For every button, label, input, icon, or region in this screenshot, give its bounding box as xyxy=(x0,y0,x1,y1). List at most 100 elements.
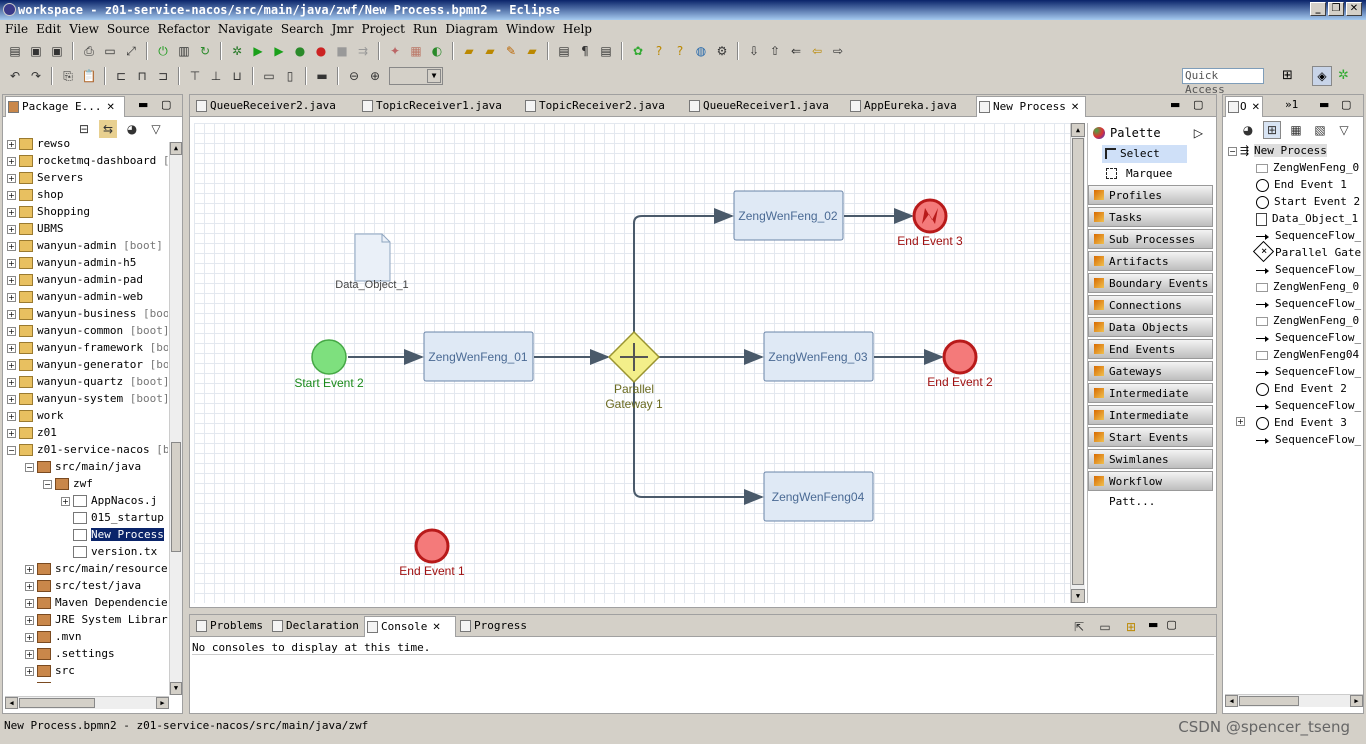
tree-item[interactable]: −src/main/java xyxy=(25,458,141,475)
tree-item[interactable]: +wanyun-quartz [boot] xyxy=(7,373,168,390)
menu-project[interactable]: Project xyxy=(361,22,405,36)
match-width-icon[interactable]: ▭ xyxy=(263,69,275,83)
last-edit-icon[interactable]: ⇐ xyxy=(790,44,802,58)
layout-icon[interactable]: ▬ xyxy=(316,69,328,83)
outline-maximize-icon[interactable]: ▢ xyxy=(1341,98,1352,111)
menu-jmr[interactable]: Jmr xyxy=(331,22,354,36)
palette-tool-marquee[interactable]: Marquee xyxy=(1088,165,1213,183)
tree-item[interactable]: +z01 xyxy=(7,424,57,441)
console-maximize-icon[interactable]: ▢ xyxy=(1166,618,1177,631)
outline-diagram-icon[interactable]: ▦ xyxy=(1290,123,1302,137)
palette-drawer-tasks[interactable]: Tasks xyxy=(1088,207,1213,227)
tab-package-explorer[interactable]: Package E...✕ xyxy=(5,96,125,117)
menu-edit[interactable]: Edit xyxy=(36,22,62,36)
align-center-icon[interactable]: ⊓ xyxy=(137,69,147,83)
tree-item[interactable]: +src/main/resource xyxy=(25,560,168,577)
canvas-scrollbar[interactable]: ▲ ▼ xyxy=(1070,123,1085,603)
expand-icon[interactable]: + xyxy=(7,207,16,217)
tree-item[interactable]: −zwf xyxy=(43,475,93,492)
menu-view[interactable]: View xyxy=(69,22,99,36)
minimize-button[interactable]: _ xyxy=(1310,2,1326,16)
tree-item[interactable]: +Shopping xyxy=(7,203,90,220)
maximize-icon[interactable]: ▢ xyxy=(161,98,172,111)
tree-item[interactable]: +wanyun-business [boo xyxy=(7,305,168,322)
print-icon[interactable]: ⎙ xyxy=(84,43,94,58)
undo-icon[interactable]: ↶ xyxy=(9,69,21,83)
outline-hscroll[interactable]: ◀ ▶ xyxy=(1225,694,1363,707)
redo-icon[interactable]: ↷ xyxy=(30,69,42,83)
quick-access-input[interactable]: Quick Access xyxy=(1182,68,1264,96)
editor-minimize-icon[interactable]: ▬ xyxy=(1170,98,1181,111)
task-zengwenfeng-03[interactable] xyxy=(763,331,874,382)
expand-icon[interactable]: + xyxy=(7,275,16,285)
disconnect-icon[interactable]: ⇉ xyxy=(357,44,369,58)
align-middle-icon[interactable]: ⊥ xyxy=(210,69,222,83)
close-icon[interactable]: ✕ xyxy=(1251,102,1261,113)
console-minimize-icon[interactable]: ▬ xyxy=(1148,618,1159,631)
vertical-scrollbar[interactable]: ▲ ▼ xyxy=(169,142,182,695)
globe-icon[interactable]: ◍ xyxy=(695,44,707,58)
terminal-icon[interactable]: ▭ xyxy=(104,44,116,58)
link-editor-icon[interactable]: ⇆ xyxy=(99,120,117,138)
toggle-icon[interactable]: ▥ xyxy=(178,44,190,58)
palette-drawer-intermediate[interactable]: Intermediate ... xyxy=(1088,383,1213,420)
expand-icon[interactable]: + xyxy=(7,309,16,319)
outline-item[interactable]: SequenceFlow_ xyxy=(1256,363,1361,380)
expand-icon[interactable]: + xyxy=(7,394,16,404)
outline-item[interactable]: ZengWenFeng_0 xyxy=(1256,312,1359,329)
tree-item[interactable]: +wanyun-generator [bo xyxy=(7,356,168,373)
open-type-icon[interactable]: ▰ xyxy=(464,44,474,58)
outline-tree-icon[interactable]: ⊞ xyxy=(1263,121,1281,139)
tree-item[interactable]: 015_startup xyxy=(61,509,164,526)
display-console-icon[interactable]: ▭ xyxy=(1099,620,1111,634)
zoom-combo[interactable]: ▼ xyxy=(389,67,443,85)
outline-item[interactable]: SequenceFlow_ xyxy=(1256,397,1361,414)
help-icon[interactable]: ? xyxy=(676,44,684,58)
outline-item[interactable]: Start Event 2 xyxy=(1256,193,1360,210)
next-annotation-icon[interactable]: ⇩ xyxy=(748,44,760,58)
sequence-flow[interactable] xyxy=(633,208,734,332)
menu-search[interactable]: Search xyxy=(280,22,324,36)
refresh-icon[interactable]: ↻ xyxy=(199,44,211,58)
palette-drawer-intermediate[interactable]: Intermediate ... xyxy=(1088,405,1213,442)
tree-item[interactable]: +.settings xyxy=(25,645,115,662)
expand-icon[interactable]: + xyxy=(7,343,16,353)
tab-new-process[interactable]: New Process✕ xyxy=(976,96,1086,117)
expand-icon[interactable]: − xyxy=(7,445,16,455)
menu-diagram[interactable]: Diagram xyxy=(445,22,498,36)
data-object[interactable] xyxy=(354,233,391,282)
minimize-icon[interactable]: ▬ xyxy=(138,98,149,111)
open-resource-icon[interactable]: ▰ xyxy=(527,44,537,58)
palette-drawer-swimlanes[interactable]: Swimlanes xyxy=(1088,449,1213,469)
expand-icon[interactable]: + xyxy=(7,428,16,438)
align-bottom-icon[interactable]: ⊔ xyxy=(232,69,242,83)
expand-icon[interactable]: + xyxy=(1236,417,1245,426)
tree-item[interactable]: +JRE System Librar xyxy=(25,611,168,628)
block-select-icon[interactable]: ▤ xyxy=(600,44,612,58)
palette-drawer-profiles[interactable]: Profiles xyxy=(1088,185,1213,205)
outline-item[interactable]: ZengWenFeng_0 xyxy=(1256,159,1359,176)
palette-drawer-workflow-patt[interactable]: Workflow Patt... xyxy=(1088,471,1213,508)
outline-item[interactable]: SequenceFlow_ xyxy=(1256,261,1361,278)
zoom-out-icon[interactable]: ⊖ xyxy=(348,69,360,83)
expand-icon[interactable]: + xyxy=(7,360,16,370)
tree-item[interactable]: +wanyun-admin-web xyxy=(7,288,143,305)
tree-item[interactable]: +AppNacos.j xyxy=(61,492,157,509)
paste-icon[interactable]: 📋 xyxy=(81,69,97,83)
palette-drawer-artifacts[interactable]: Artifacts xyxy=(1088,251,1213,271)
task-zengwenfeng04[interactable] xyxy=(763,471,874,522)
tab-declaration[interactable]: Declaration xyxy=(270,616,362,637)
outline-chart-icon[interactable]: ▧ xyxy=(1314,123,1326,137)
menu-refactor[interactable]: Refactor xyxy=(157,22,210,36)
align-left-icon[interactable]: ⊏ xyxy=(115,69,127,83)
palette-drawer-boundary-events[interactable]: Boundary Events xyxy=(1088,273,1213,293)
annotation-icon[interactable]: ▤ xyxy=(558,44,570,58)
run-dropdown-icon[interactable]: ▶ xyxy=(274,44,284,58)
end-event-2[interactable] xyxy=(942,339,978,375)
menu-source[interactable]: Source xyxy=(106,22,150,36)
align-top-icon[interactable]: ⊤ xyxy=(189,69,201,83)
task-zengwenfeng-01[interactable] xyxy=(423,331,534,382)
task-zengwenfeng-02[interactable] xyxy=(733,190,844,241)
horizontal-scrollbar[interactable]: ◀ ▶ xyxy=(5,696,169,709)
palette-collapse-icon[interactable]: ▷ xyxy=(1193,126,1203,140)
